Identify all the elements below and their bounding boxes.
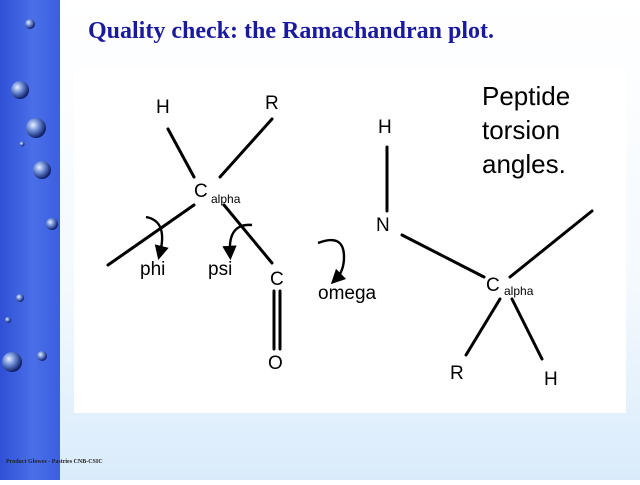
atom-calpha1-subscript: alpha — [211, 192, 241, 206]
caption-line-3: angles. — [482, 149, 566, 179]
atom-calpha1-label: C — [194, 181, 208, 202]
bond-r-calpha1 — [218, 117, 274, 179]
caption-line-2: torsion — [482, 115, 560, 145]
bond-calpha1-c — [222, 203, 274, 265]
bond-phi — [106, 203, 196, 267]
psi-label: psi — [208, 259, 232, 280]
phi-rotation-arrow — [145, 215, 169, 260]
atom-calpha2-label: C — [486, 275, 500, 296]
bond-h-calpha1 — [166, 127, 196, 179]
peptide-diagram: H R C alpha C O H N C alpha R H phi psi … — [74, 67, 626, 413]
atom-h3-label: H — [544, 369, 558, 390]
bond-calpha2-r — [464, 297, 502, 357]
atom-h1-label: H — [156, 97, 170, 118]
atom-h2-label: H — [378, 117, 392, 138]
slide-title: Quality check: the Ramachandran plot. — [88, 18, 495, 44]
caption-line-1: Peptide — [482, 81, 570, 111]
decorative-sidebar — [0, 0, 60, 480]
atom-r2-label: R — [450, 363, 464, 384]
water-drops-icon — [2, 19, 58, 372]
footer-credit: Product Glowes - Pastries CNB-CSIC — [6, 459, 103, 465]
atom-c-label: C — [270, 269, 284, 290]
phi-label: phi — [140, 259, 165, 280]
bond-n-calpha2 — [400, 233, 486, 279]
atom-o-label: O — [268, 353, 283, 374]
bond-calpha2-right — [508, 209, 594, 279]
omega-rotation-arrow — [317, 238, 347, 285]
peptide-torsion-diagram: H R C alpha C O H N C alpha R H phi psi … — [106, 81, 594, 390]
psi-rotation-arrow — [222, 223, 253, 261]
atom-calpha2-subscript: alpha — [504, 284, 534, 298]
atom-r1-label: R — [265, 93, 279, 114]
omega-label: omega — [318, 283, 377, 304]
bond-calpha2-h — [510, 297, 544, 361]
atom-n-label: N — [376, 215, 390, 236]
